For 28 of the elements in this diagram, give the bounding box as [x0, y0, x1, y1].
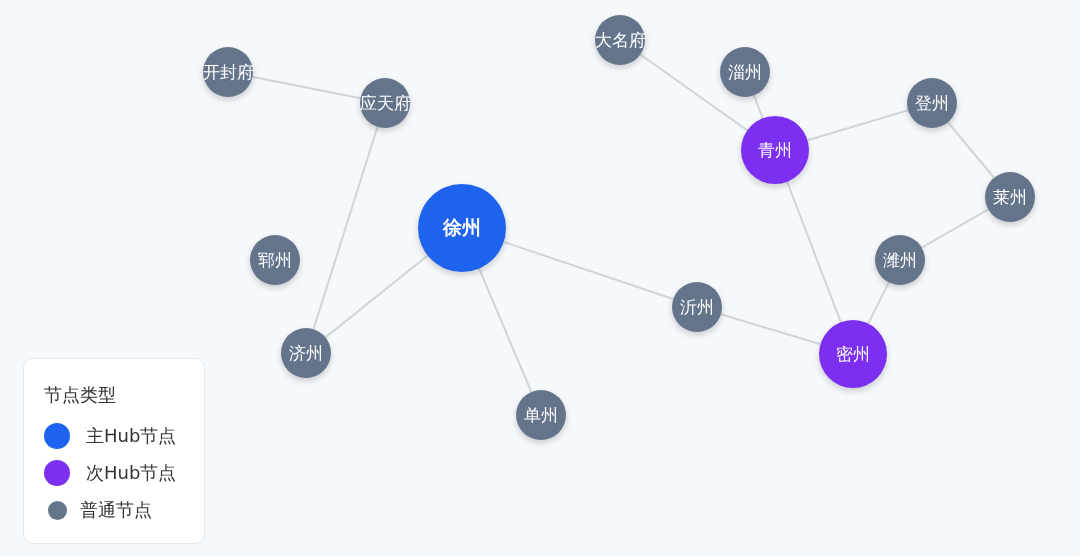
station-circle: 沂州 [672, 282, 722, 332]
connector-line [752, 94, 764, 120]
sub-hub-circle: 密州 [819, 320, 887, 388]
connector-line [920, 208, 990, 249]
connector-line [867, 281, 890, 325]
connector-line [502, 241, 675, 301]
station-circle: 单州 [516, 390, 566, 440]
connector-line [719, 313, 822, 346]
connector-line [639, 53, 749, 132]
legend-label: 次Hub节点 [86, 461, 177, 485]
station-circle: 郓州 [250, 235, 300, 285]
connector-line [251, 75, 362, 100]
station-circle: 济州 [281, 328, 331, 378]
station-circle: 淄州 [720, 47, 770, 97]
connector-line [786, 180, 842, 324]
legend-title: 节点类型 [44, 383, 116, 407]
sub-hub-circle: 青州 [741, 116, 809, 184]
station-circle: 潍州 [875, 235, 925, 285]
connector-line [478, 267, 533, 393]
legend-label: 主Hub节点 [86, 424, 177, 448]
connector-line [324, 254, 429, 339]
connector-line [946, 121, 996, 179]
legend-label: 普通节点 [80, 498, 152, 522]
hub-circle: 徐州 [418, 184, 506, 272]
connector-line [806, 109, 910, 142]
connector-line [312, 125, 379, 331]
station-circle: 登州 [907, 78, 957, 128]
station-circle: 莱州 [985, 172, 1035, 222]
